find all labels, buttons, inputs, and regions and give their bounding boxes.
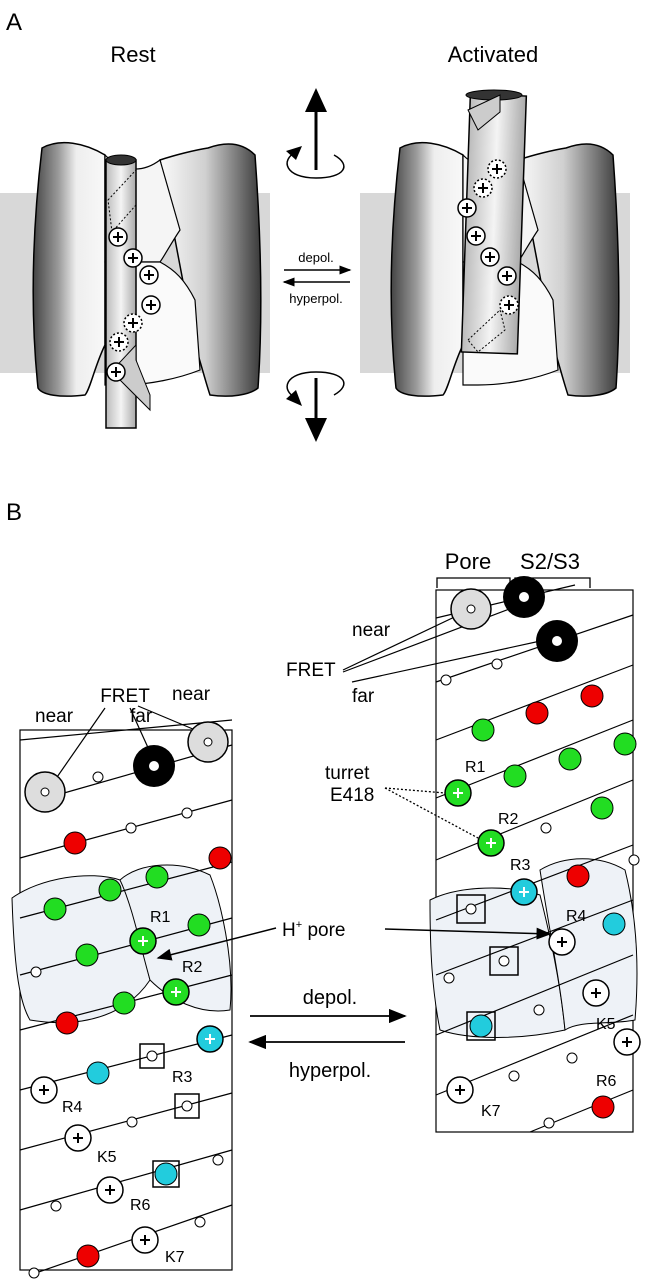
b-left-fret-label: FRET xyxy=(100,686,150,707)
b-right-label-R1: R1 xyxy=(465,759,486,776)
h-pore-sup: + xyxy=(296,919,302,931)
a-depol-label: depol. xyxy=(298,250,333,265)
b-hyperpol-label: hyperpol. xyxy=(289,1060,371,1082)
b-right-far-label: far xyxy=(352,686,375,707)
b-left-label-R4: R4 xyxy=(62,1099,83,1116)
panel-a-letter: A xyxy=(6,9,22,36)
b-right-pore-right xyxy=(539,858,638,1031)
b-left-red-1 xyxy=(63,831,87,855)
b-right-label-K7: K7 xyxy=(481,1103,501,1120)
b-right-box: Pore S2/S3 xyxy=(429,549,638,1133)
turret-label: turret xyxy=(325,763,370,784)
pore-header: Pore xyxy=(445,549,491,574)
b-left-red-2 xyxy=(208,846,232,870)
rest-charges xyxy=(106,227,161,382)
b-right-residues xyxy=(440,658,641,1129)
act-helix-stripe xyxy=(467,94,501,131)
b-left-label-K5: K5 xyxy=(97,1149,117,1166)
activated-channel xyxy=(360,89,630,397)
b-right-label-R2: R2 xyxy=(498,811,519,828)
b-right-residue-labels: R1 R2 R3 R4 K5 R6 K7 xyxy=(465,759,617,1120)
b-right-helix-lines xyxy=(435,584,634,1133)
act-left-subunit xyxy=(390,141,464,397)
h-pore-h: H xyxy=(282,920,296,941)
b-left-label-R2: R2 xyxy=(182,959,203,976)
rotation-up-arrow xyxy=(286,88,345,179)
b-left-fret: FRET near far near xyxy=(24,684,229,813)
rest-channel xyxy=(0,141,270,429)
act-s4-helix xyxy=(460,93,528,355)
b-right-fret-label: FRET xyxy=(286,660,336,681)
act-charges xyxy=(457,159,519,315)
activated-title: Activated xyxy=(448,42,539,67)
b-right-label-R4: R4 xyxy=(566,908,587,925)
b-left-residues xyxy=(28,771,232,1279)
b-left-label-R1: R1 xyxy=(150,909,171,926)
b-right-label-R6: R6 xyxy=(596,1073,617,1090)
rest-left-subunit xyxy=(32,141,106,397)
b-right-label-K5: K5 xyxy=(596,1016,616,1033)
e418-label: E418 xyxy=(330,785,374,806)
b-left-residue-labels: R1 R2 R3 R4 K5 R6 K7 xyxy=(62,909,203,1266)
b-right-fret: near FRET far xyxy=(286,576,578,707)
rest-helix-top xyxy=(105,154,137,166)
b-left-label-R6: R6 xyxy=(130,1197,151,1214)
b-right-near-label: near xyxy=(352,620,391,641)
a-hyperpol-label: hyperpol. xyxy=(289,291,342,306)
b-right-pore-left xyxy=(429,887,566,1038)
rest-title: Rest xyxy=(110,42,155,67)
panel-b-letter: B xyxy=(6,499,22,526)
b-left-near1-label: near xyxy=(35,706,74,727)
rest-helix-stripe xyxy=(107,168,137,234)
h-pore-annotation: H+ pore xyxy=(156,919,552,961)
rotation-down-arrow xyxy=(286,371,345,442)
svg-text:H+ pore: H+ pore xyxy=(282,919,345,941)
b-left-label-R3: R3 xyxy=(172,1069,193,1086)
pore-bracket xyxy=(436,577,511,588)
s2s3-header: S2/S3 xyxy=(520,549,580,574)
turret-annotation: turret E418 xyxy=(325,763,479,839)
b-left-label-K7: K7 xyxy=(165,1249,185,1266)
b-depol-label: depol. xyxy=(303,987,358,1009)
a-transition: depol. hyperpol. xyxy=(282,250,352,306)
b-transition: depol. hyperpol. xyxy=(248,987,407,1082)
b-right-label-R3: R3 xyxy=(510,857,531,874)
b-left-near2-label: near xyxy=(172,684,211,705)
b-right-R6 xyxy=(591,1095,615,1119)
h-pore-suffix: pore xyxy=(302,920,345,941)
act-helix-stripe-low xyxy=(467,309,506,353)
